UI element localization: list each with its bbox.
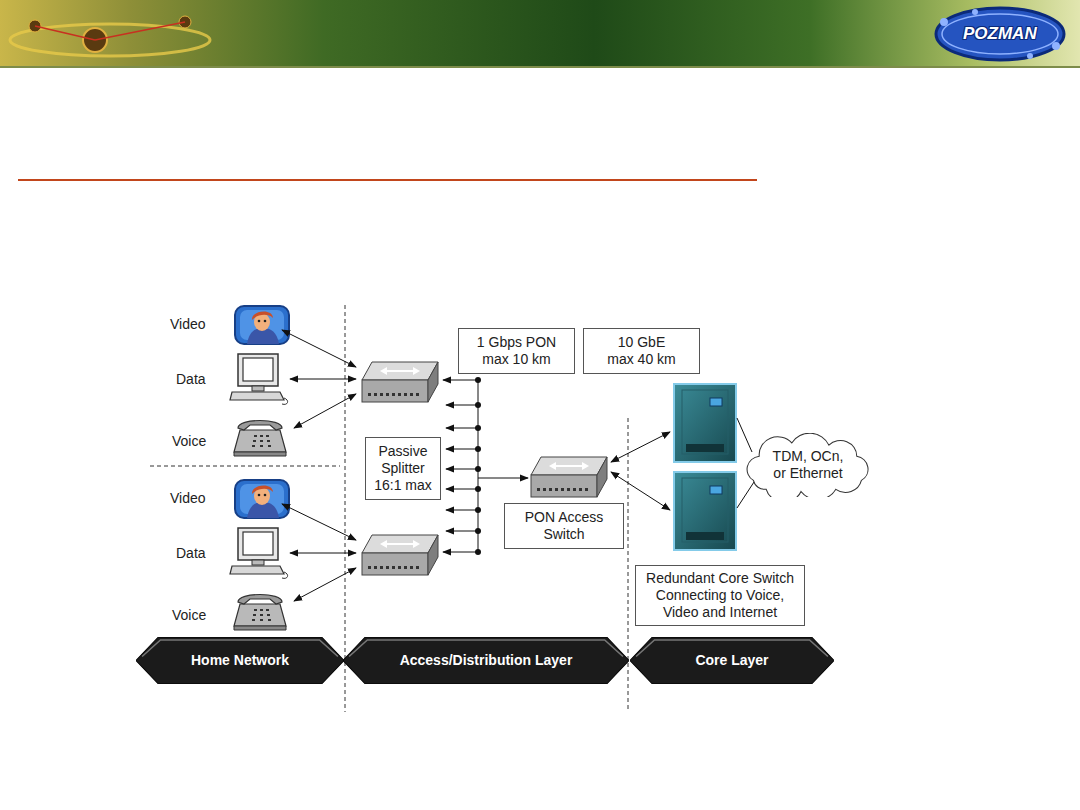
onu-switch: [362, 362, 438, 402]
layer-band: Home Network: [136, 637, 344, 684]
label-box: 10 GbE max 40 km: [583, 328, 700, 374]
phone-icon: [234, 421, 286, 457]
onu-switch: [362, 535, 438, 575]
box-text: TDM, OCn, or Ethernet: [766, 448, 850, 482]
device-label: Video: [170, 490, 206, 506]
header-banner: [0, 0, 1080, 68]
label-box: 1 Gbps PON max 10 km: [458, 328, 575, 374]
computer-icon: [230, 354, 288, 404]
box-text: Redundant Core Switch Connecting to Voic…: [642, 570, 798, 621]
title-rule: [18, 179, 757, 181]
core-switch-icon: [674, 384, 736, 462]
banner-swirl: [10, 16, 210, 56]
network-cloud: TDM, OCn, or Ethernet: [743, 433, 873, 497]
device-label: Data: [176, 371, 206, 387]
computer-icon: [230, 528, 288, 578]
label-box: Passive Splitter 16:1 max: [365, 437, 441, 500]
layer-band: Access/Distribution Layer: [343, 637, 629, 684]
logo-emblem: [936, 8, 1064, 60]
box-text: 10 GbE max 40 km: [604, 334, 679, 368]
box-text: 1 Gbps PON max 10 km: [472, 334, 561, 368]
video-icon: [235, 480, 289, 518]
layer-name: Access/Distribution Layer: [343, 637, 629, 684]
link-arrow: [282, 330, 356, 601]
layer-name: Core Layer: [630, 637, 834, 684]
pon-switch-icon: [531, 457, 607, 497]
phone-icon: [234, 595, 286, 631]
video-icon: [235, 306, 289, 344]
device-label: Voice: [172, 607, 206, 623]
box-text: Passive Splitter 16:1 max: [372, 443, 434, 494]
device-label: Voice: [172, 433, 206, 449]
layer-band: Core Layer: [630, 637, 834, 684]
uplink-arrow: [611, 432, 670, 510]
label-box: PON Access Switch: [504, 503, 624, 549]
layer-name: Home Network: [136, 637, 344, 684]
core-switch-icon: [674, 472, 736, 550]
device-label: Data: [176, 545, 206, 561]
device-label: Video: [170, 316, 206, 332]
box-text: PON Access Switch: [513, 509, 615, 543]
label-box: Redundant Core Switch Connecting to Voic…: [635, 565, 805, 626]
logo-text: POZMAN: [963, 24, 1037, 44]
